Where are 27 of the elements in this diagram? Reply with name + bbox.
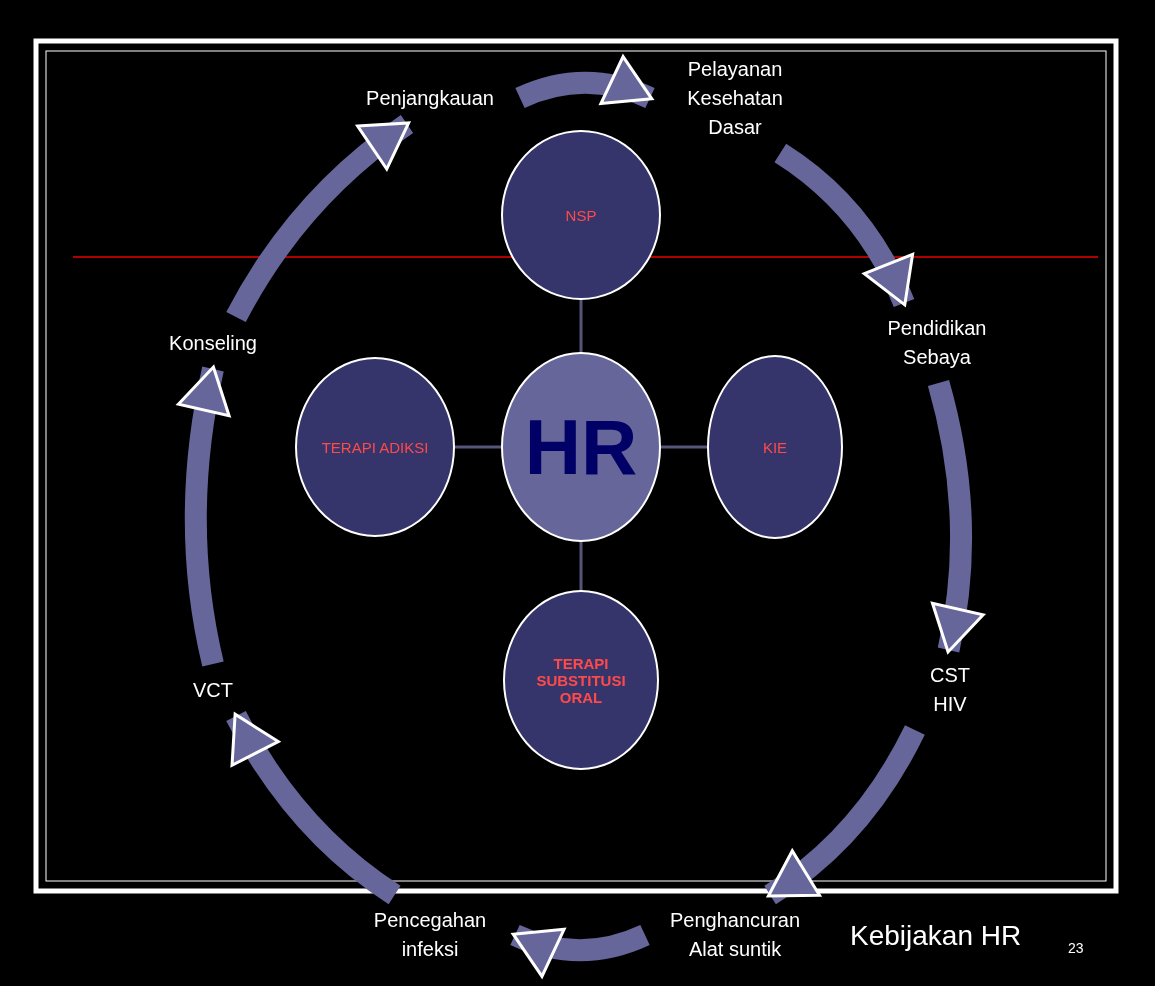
block-arrow: [226, 710, 401, 905]
step-label: Penjangkauan: [365, 85, 495, 111]
step-label: Pelayanan Kesehatan Dasar: [686, 56, 784, 140]
block-arrow: [510, 924, 650, 977]
step-label: Konseling: [168, 330, 258, 356]
block-arrow: [177, 365, 232, 667]
block-arrow: [774, 143, 915, 308]
circle-label: TERAPI SUBSTITUSI ORAL: [535, 654, 627, 706]
step-label: CST HIV: [929, 663, 971, 717]
page-number: 23: [1068, 940, 1084, 956]
circle-label: KIE: [761, 438, 789, 456]
footer-title: Kebijakan HR: [850, 920, 1022, 952]
circle-label: HR: [523, 401, 639, 493]
step-label: Pencegahan infeksi: [372, 908, 488, 962]
circle-label: NSP: [564, 206, 598, 224]
block-arrow: [515, 55, 655, 109]
step-label: Penghancuran Alat suntik: [668, 908, 802, 962]
block-arrow: [226, 115, 414, 323]
connector-line: [661, 445, 707, 449]
step-label: Pendidikan Sebaya: [886, 316, 988, 370]
step-label: VCT: [192, 677, 234, 703]
connector-line: [579, 300, 583, 352]
circle-label: TERAPI ADIKSI: [320, 438, 430, 456]
block-arrow: [927, 380, 984, 654]
connector-line: [455, 445, 501, 449]
connector-line: [579, 542, 583, 590]
block-arrow: [764, 725, 925, 905]
